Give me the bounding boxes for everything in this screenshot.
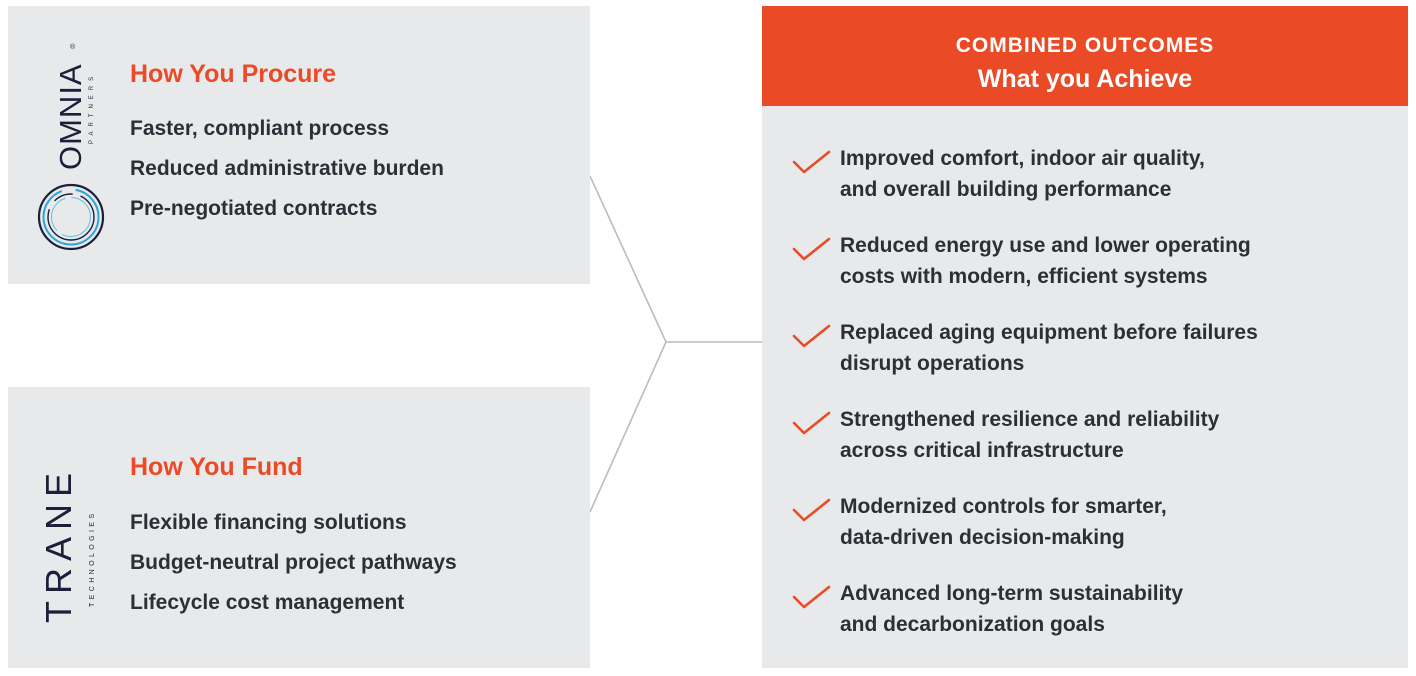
check-icon <box>792 585 831 609</box>
outcome-text: Modernized controls for smarter, data-dr… <box>840 495 1167 549</box>
procure-list: Faster, compliant process Reduced admini… <box>130 109 444 229</box>
fund-item: Flexible financing solutions <box>130 511 407 534</box>
procure-title: How You Procure <box>130 60 337 88</box>
outcome-text: Advanced long-term sustainability and de… <box>840 582 1184 636</box>
check-icon <box>792 237 831 261</box>
registered-mark: ® <box>70 44 76 51</box>
outcomes-title: What you Achieve <box>977 65 1193 93</box>
connector-upper <box>590 176 667 343</box>
outcome-text: Replaced aging equipment before failures… <box>840 321 1258 375</box>
outcome-text: Strengthened resilience and reliability … <box>840 408 1220 462</box>
trane-technologies-logo: TRANE TECHNOLOGIES <box>30 451 110 631</box>
omnia-partners-logo: ® OMNIA PARTNERS <box>30 42 110 254</box>
check-icon <box>792 150 831 174</box>
check-icon <box>792 324 831 348</box>
omnia-ring-icon <box>37 183 105 251</box>
fund-title: How You Fund <box>130 453 303 481</box>
outcome-text: Improved comfort, indoor air quality, an… <box>840 147 1205 201</box>
outcomes-kicker: COMBINED OUTCOMES <box>955 34 1215 57</box>
outcomes-panel: Improved comfort, indoor air quality, an… <box>762 106 1408 668</box>
procure-item: Reduced administrative burden <box>130 157 444 180</box>
fund-item: Budget-neutral project pathways <box>130 551 457 574</box>
check-icon <box>792 411 831 435</box>
procure-item: Faster, compliant process <box>130 117 390 140</box>
fund-panel: TRANE TECHNOLOGIES How You Fund Flexible… <box>8 387 590 668</box>
connector-lines <box>590 176 762 513</box>
omnia-logo-subtext: PARTNERS <box>89 71 95 144</box>
omnia-logo-text: OMNIA <box>53 63 88 170</box>
fund-item: Lifecycle cost management <box>130 591 405 614</box>
trane-logo-text: TRANE <box>38 465 79 623</box>
fund-list: Flexible financing solutions Budget-neut… <box>130 503 457 623</box>
check-icon <box>792 498 831 522</box>
procure-item: Pre-negotiated contracts <box>130 197 378 220</box>
connector-lower <box>590 341 667 513</box>
outcomes-header: COMBINED OUTCOMES What you Achieve <box>762 6 1408 106</box>
procure-panel: ® OMNIA PARTNERS How You Procure Faster,… <box>8 6 590 284</box>
outcome-text: Reduced energy use and lower operating c… <box>840 234 1251 288</box>
trane-logo-subtext: TECHNOLOGIES <box>89 510 96 607</box>
